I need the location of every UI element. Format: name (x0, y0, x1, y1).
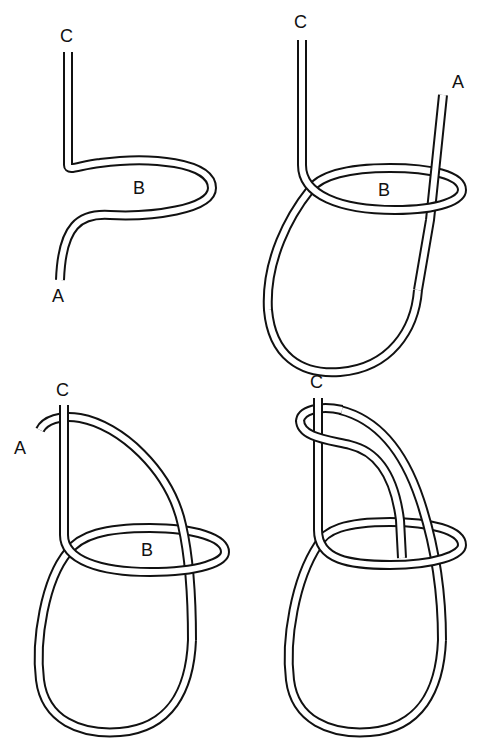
rope-end-label: A (52, 286, 64, 306)
rope-step-3 (39, 405, 225, 732)
rope-end-label: B (378, 180, 390, 200)
rope-end-label: B (133, 178, 145, 198)
rope-step-2 (268, 40, 462, 372)
rope-end-label: A (14, 438, 26, 458)
rope-end-label: B (141, 540, 153, 560)
rope-step-4 (289, 398, 462, 732)
rope-end-label: C (60, 26, 73, 46)
rope-end-label: C (294, 12, 307, 32)
rope-end-label: A (452, 72, 464, 92)
rope-end-label: C (56, 380, 69, 400)
rope-step-1 (60, 52, 212, 280)
rope-end-label: C (310, 372, 323, 392)
